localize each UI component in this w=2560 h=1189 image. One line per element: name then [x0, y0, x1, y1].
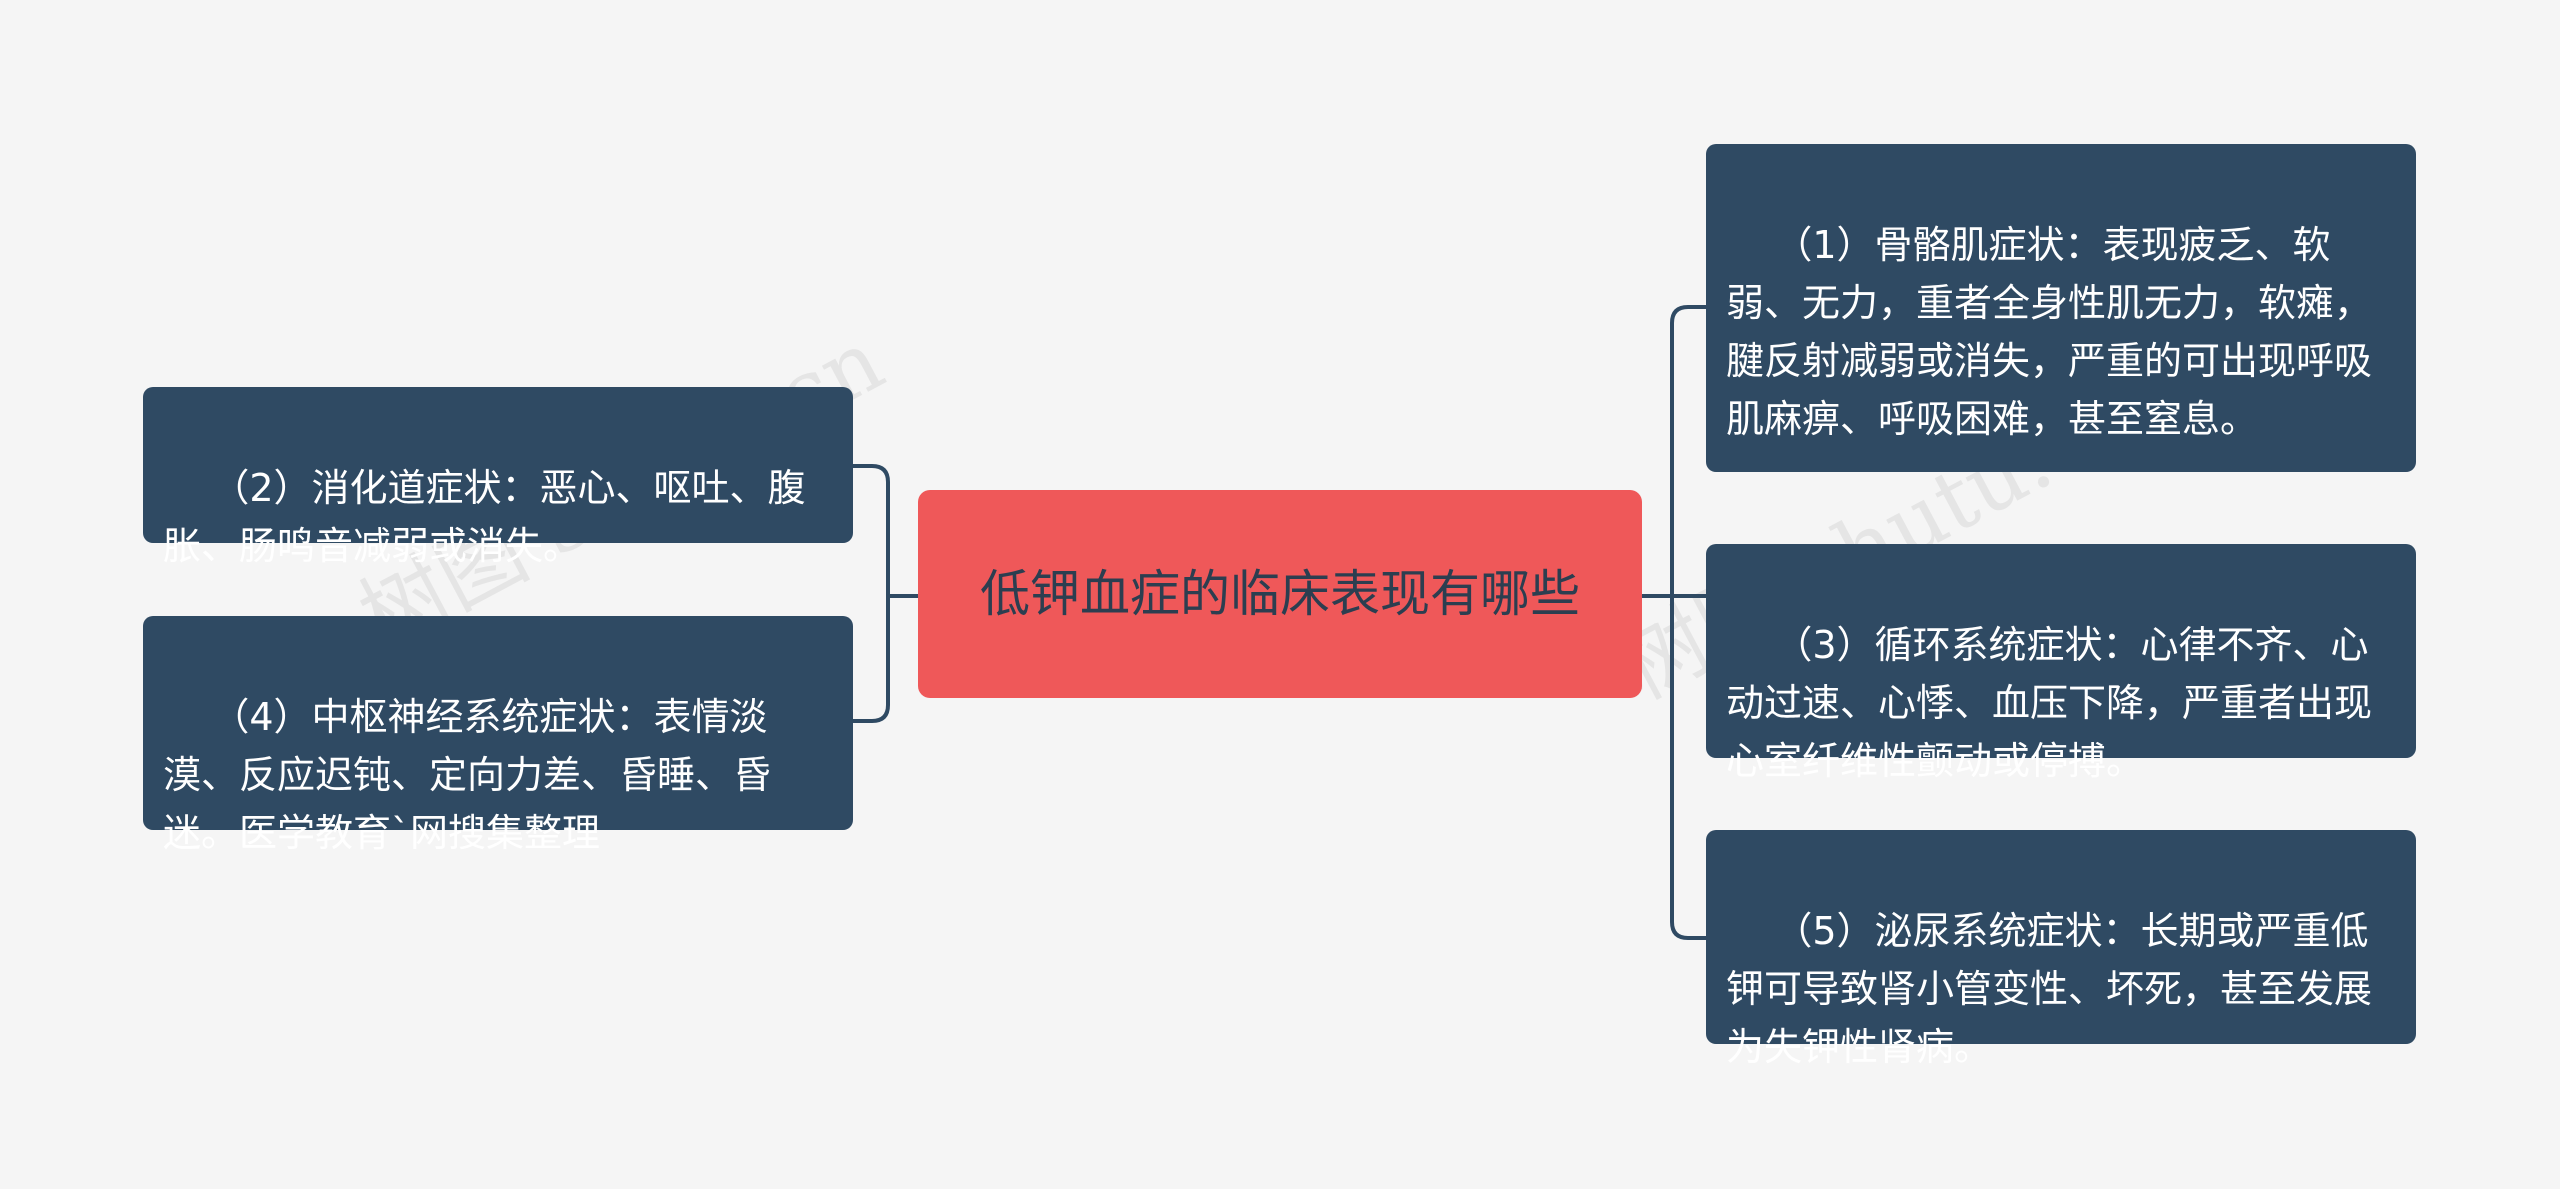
connector-to-n2 — [851, 464, 890, 598]
connector-to-n5 — [1670, 594, 1708, 940]
topic-node-label: （3）循环系统症状：心律不齐、心动过速、心悸、血压下降，严重者出现心室纤维性颤动… — [1726, 623, 2373, 783]
connector-to-n4 — [851, 594, 890, 723]
topic-node-cns[interactable]: （4）中枢神经系统症状：表情淡漠、反应迟钝、定向力差、昏睡、昏迷。医学教育`网搜… — [143, 616, 853, 855]
topic-node-skeletal-muscle[interactable]: （1）骨骼肌症状：表现疲乏、软弱、无力，重者全身性肌无力，软瘫，腱反射减弱或消失… — [1706, 144, 2416, 472]
topic-node-label: （2）消化道症状：恶心、呕吐、腹胀、肠鸣音减弱或消失。 — [163, 466, 806, 568]
root-topic[interactable]: 低钾血症的临床表现有哪些 — [918, 490, 1642, 698]
connector-to-n1 — [1670, 305, 1708, 598]
topic-node-label: （4）中枢神经系统症状：表情淡漠、反应迟钝、定向力差、昏睡、昏迷。医学教育`网搜… — [163, 695, 772, 855]
topic-node-label: （1）骨骼肌症状：表现疲乏、软弱、无力，重者全身性肌无力，软瘫，腱反射减弱或消失… — [1726, 223, 2373, 441]
topic-node-urinary[interactable]: （5）泌尿系统症状：长期或严重低钾可导致肾小管变性、坏死，甚至发展为失钾性肾病。 — [1706, 830, 2416, 1069]
topic-node-circulatory[interactable]: （3）循环系统症状：心律不齐、心动过速、心悸、血压下降，严重者出现心室纤维性颤动… — [1706, 544, 2416, 783]
topic-node-digestive[interactable]: （2）消化道症状：恶心、呕吐、腹胀、肠鸣音减弱或消失。 — [143, 387, 853, 568]
root-topic-label: 低钾血症的临床表现有哪些 — [980, 565, 1580, 623]
topic-node-label: （5）泌尿系统症状：长期或严重低钾可导致肾小管变性、坏死，甚至发展为失钾性肾病。 — [1726, 909, 2373, 1069]
